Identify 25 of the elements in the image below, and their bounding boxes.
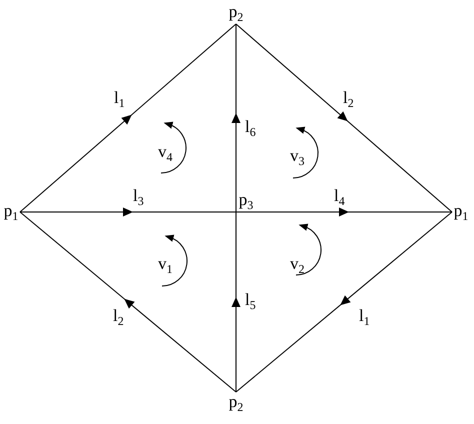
arrow: [236, 24, 452, 212]
vertex-label: p$_{1}$: [2, 201, 20, 223]
edge-label: l$_{6}$: [244, 117, 257, 137]
arrow: [20, 24, 236, 212]
edge-label: l$_{4}$: [333, 186, 346, 206]
arrow: [236, 208, 452, 216]
face-label: v$_{1}$: [158, 254, 172, 274]
edge-label: l$_{1}$: [358, 306, 371, 326]
edge-label: l$_{1}$: [113, 88, 126, 108]
vertex-label: p$_{2}$: [227, 2, 245, 24]
face-label: v$_{4}$: [158, 142, 172, 162]
edge-label: l$_{5}$: [244, 290, 257, 310]
edge-label: l$_{3}$: [132, 186, 145, 206]
face-label: v$_{2}$: [290, 254, 304, 274]
vertex-label: p$_{2}$: [227, 392, 245, 414]
vertex-label: p$_{3}$: [236, 190, 256, 212]
edge-label: l$_{2}$: [112, 306, 125, 326]
face-label: v$_{3}$: [290, 146, 304, 166]
arrow: [236, 212, 452, 392]
edge-label: l$_{2}$: [342, 88, 355, 108]
arrow: [232, 212, 240, 392]
arrow: [232, 24, 240, 212]
arrow: [20, 208, 236, 216]
arrow: [20, 212, 236, 392]
vertex-label: p$_{1}$: [452, 201, 470, 223]
